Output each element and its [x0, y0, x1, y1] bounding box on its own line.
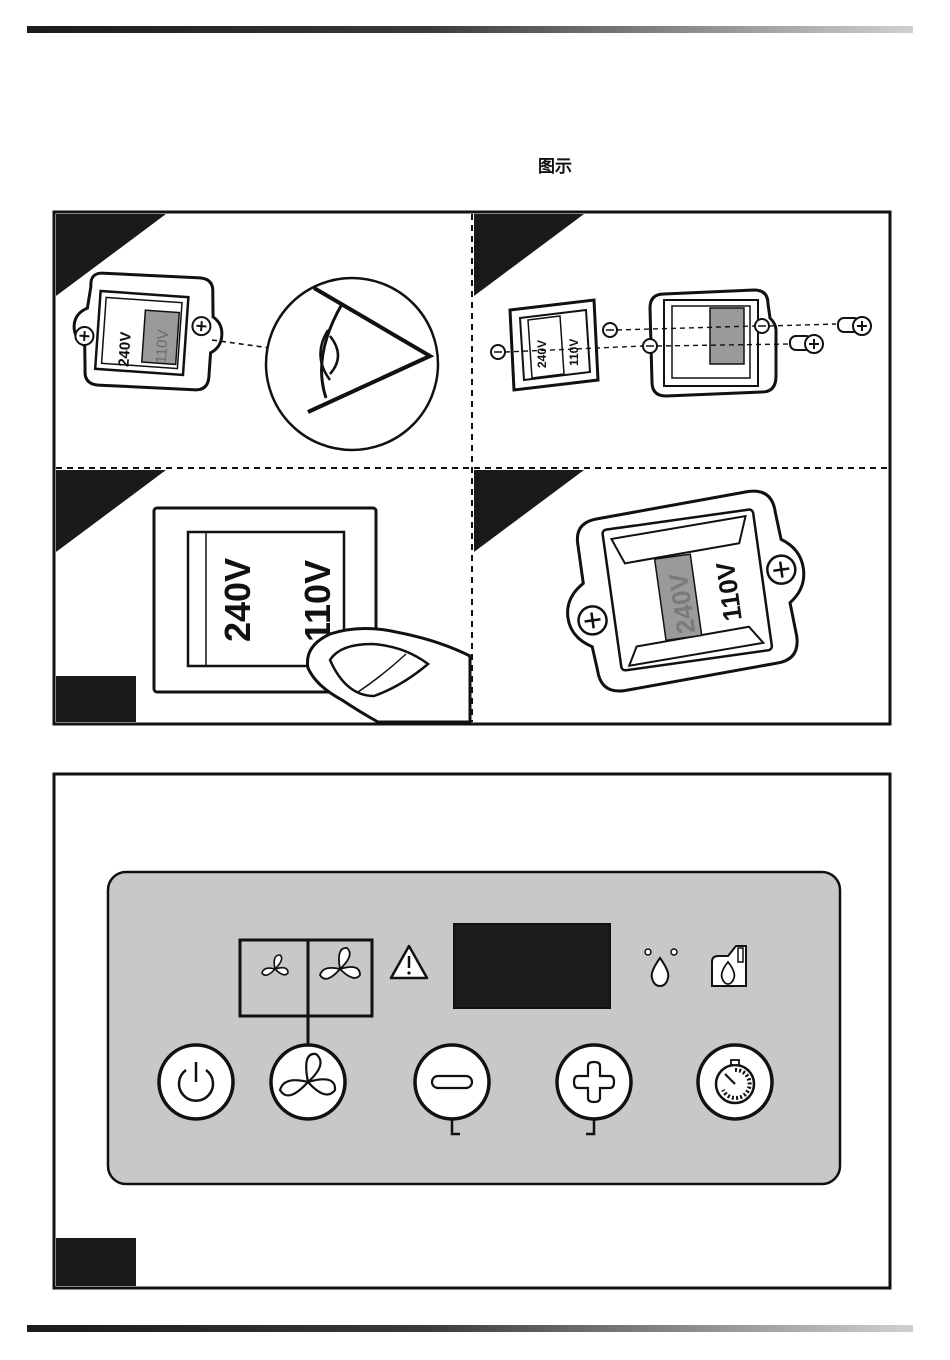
figure-number-tab	[56, 1238, 136, 1286]
figure-number-tab	[56, 676, 136, 722]
fan-button[interactable]	[271, 1045, 345, 1119]
display-screen	[454, 924, 610, 1008]
switch-label-110v: 110V	[153, 329, 172, 364]
power-button[interactable]	[159, 1045, 233, 1119]
control-panel-face	[108, 872, 840, 1184]
switch-label-240v: 240V	[217, 558, 258, 642]
footer-rule	[27, 1325, 913, 1332]
timer-button[interactable]	[698, 1045, 772, 1119]
minus-icon	[432, 1076, 472, 1088]
switch-label-110v: 110V	[567, 339, 581, 366]
switch-label-240v: 240V	[115, 331, 134, 367]
screw-icon	[838, 317, 871, 335]
screw-icon	[790, 335, 823, 353]
switch-label-240v: 240V	[535, 340, 549, 368]
figure-voltage-switch: 240V 110V 240V 110V	[54, 212, 890, 724]
figure-control-panel	[54, 774, 890, 1288]
switch-label-110v: 110V	[297, 560, 338, 642]
